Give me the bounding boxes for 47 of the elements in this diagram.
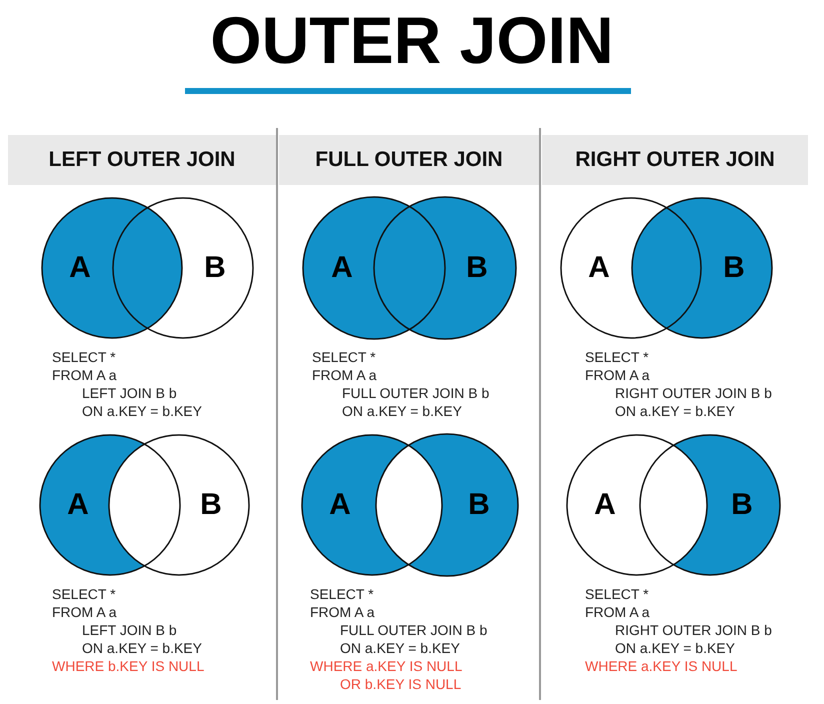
sql-line: SELECT * (310, 585, 374, 603)
column-header-band (542, 135, 808, 185)
sql-line: WHERE b.KEY IS NULL (52, 657, 204, 675)
set-letter: B (193, 485, 229, 525)
set-letter: B (459, 248, 495, 288)
sql-line: SELECT * (585, 348, 649, 366)
column-heading: RIGHT OUTER JOIN (575, 148, 775, 172)
page-title: OUTER JOIN (209, 2, 615, 78)
sql-line: OR b.KEY IS NULL (340, 675, 462, 693)
sql-line: ON a.KEY = b.KEY (342, 402, 462, 420)
set-letter: B (716, 248, 752, 288)
sql-line: ON a.KEY = b.KEY (82, 639, 202, 657)
sql-line: WHERE a.KEY IS NULL (585, 657, 738, 675)
sql-line: FROM A a (312, 366, 377, 384)
column-heading: LEFT OUTER JOIN (48, 148, 236, 172)
sql-line: FROM A a (585, 366, 650, 384)
sql-line: FROM A a (310, 603, 375, 621)
set-letter: B (461, 485, 497, 525)
sql-line: LEFT JOIN B b (82, 621, 177, 639)
set-letter: A (324, 248, 360, 288)
set-letter: A (581, 248, 617, 288)
sql-line: SELECT * (52, 585, 116, 603)
sql-line: SELECT * (585, 585, 649, 603)
column-header-band (279, 135, 539, 185)
sql-line: RIGHT OUTER JOIN B b (615, 384, 772, 402)
set-letter: A (62, 248, 98, 288)
set-letter: A (60, 485, 96, 525)
sql-line: FROM A a (52, 603, 117, 621)
sql-line: SELECT * (52, 348, 116, 366)
sql-line: FROM A a (585, 603, 650, 621)
sql-line: RIGHT OUTER JOIN B b (615, 621, 772, 639)
sql-line: LEFT JOIN B b (82, 384, 177, 402)
sql-line: ON a.KEY = b.KEY (82, 402, 202, 420)
column-heading: FULL OUTER JOIN (315, 148, 503, 172)
sql-line: ON a.KEY = b.KEY (615, 639, 735, 657)
set-letter: A (587, 485, 623, 525)
sql-line: WHERE a.KEY IS NULL (310, 657, 462, 675)
column-header-band (8, 135, 276, 185)
sql-line: ON a.KEY = b.KEY (340, 639, 460, 657)
sql-line: SELECT * (312, 348, 376, 366)
sql-line: FULL OUTER JOIN B b (342, 384, 490, 402)
sql-line: FULL OUTER JOIN B b (340, 621, 488, 639)
set-letter: B (197, 248, 233, 288)
set-letter: A (322, 485, 358, 525)
set-letter: B (724, 485, 760, 525)
sql-line: ON a.KEY = b.KEY (615, 402, 735, 420)
sql-line: FROM A a (52, 366, 117, 384)
